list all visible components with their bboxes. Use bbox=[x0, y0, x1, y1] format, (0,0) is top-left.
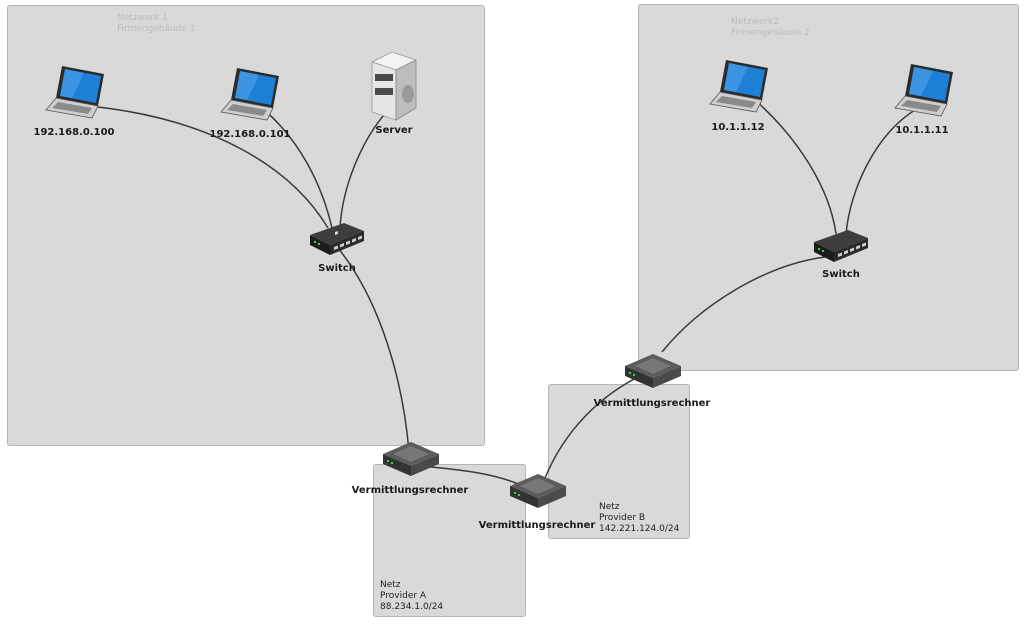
laptop-icon[interactable] bbox=[893, 62, 957, 122]
zone-provider-b-caption: Netz Provider B 142.221.124.0/24 bbox=[599, 502, 679, 535]
link-router3-switch2 bbox=[661, 256, 826, 353]
laptop-icon[interactable] bbox=[708, 58, 772, 118]
zone-netzwerk-2-title: Netzwerk2 bbox=[731, 17, 780, 27]
zone-provider-a bbox=[373, 464, 526, 617]
router-icon[interactable] bbox=[381, 440, 441, 478]
link-router2-router3 bbox=[544, 373, 645, 479]
link-server-switch1 bbox=[339, 107, 391, 229]
laptop-2-label: 192.168.0.101 bbox=[209, 129, 291, 140]
zone-provider-a-line2: Provider A bbox=[380, 591, 427, 601]
switch-2-label: Switch bbox=[822, 269, 860, 280]
zone-provider-b bbox=[548, 384, 690, 539]
laptop-4-label: 10.1.1.11 bbox=[895, 125, 949, 136]
switch-1-label: Switch bbox=[318, 263, 356, 274]
link-laptop4-switch2 bbox=[845, 109, 916, 235]
router-icon[interactable] bbox=[508, 472, 568, 510]
zone-netzwerk-2-subtitle: Firmengebäude 2 bbox=[731, 28, 810, 38]
laptop-3-label: 10.1.1.12 bbox=[711, 122, 765, 133]
zone-netzwerk-1-title: Netzwerk 1 bbox=[117, 13, 168, 23]
link-laptop1-switch1 bbox=[97, 106, 329, 229]
zone-provider-b-line3: 142.221.124.0/24 bbox=[599, 524, 680, 534]
router-icon[interactable] bbox=[623, 352, 683, 390]
server-label: Server bbox=[375, 125, 413, 136]
zone-provider-b-line2: Provider B bbox=[599, 513, 646, 523]
zone-netzwerk-2 bbox=[638, 4, 1019, 371]
router-3-label: Vermittlungsrechner bbox=[593, 398, 711, 409]
switch-icon[interactable] bbox=[308, 221, 366, 257]
zone-netzwerk-1-caption: Netzwerk 1 Firmengebäude 1 bbox=[117, 13, 196, 35]
laptop-icon[interactable] bbox=[44, 64, 108, 124]
router-1-label: Vermittlungsrechner bbox=[351, 485, 469, 496]
zone-netzwerk-1-subtitle: Firmengebäude 1 bbox=[117, 24, 196, 34]
zone-provider-a-line3: 88.234.1.0/24 bbox=[380, 602, 444, 612]
laptop-1-label: 192.168.0.100 bbox=[33, 127, 115, 138]
server-icon[interactable] bbox=[368, 50, 420, 122]
link-laptop3-switch2 bbox=[754, 99, 837, 235]
laptop-icon[interactable] bbox=[219, 66, 283, 126]
router-2-label: Vermittlungsrechner bbox=[478, 520, 596, 531]
switch-icon[interactable] bbox=[812, 228, 870, 264]
link-laptop2-switch1 bbox=[261, 107, 333, 229]
zone-provider-a-line1: Netz bbox=[380, 580, 401, 590]
zone-netzwerk-2-caption: Netzwerk2 Firmengebäude 2 bbox=[731, 17, 810, 39]
zone-provider-b-line1: Netz bbox=[599, 502, 620, 512]
zone-provider-a-caption: Netz Provider A 88.234.1.0/24 bbox=[380, 580, 443, 613]
link-switch1-router1 bbox=[337, 247, 410, 453]
